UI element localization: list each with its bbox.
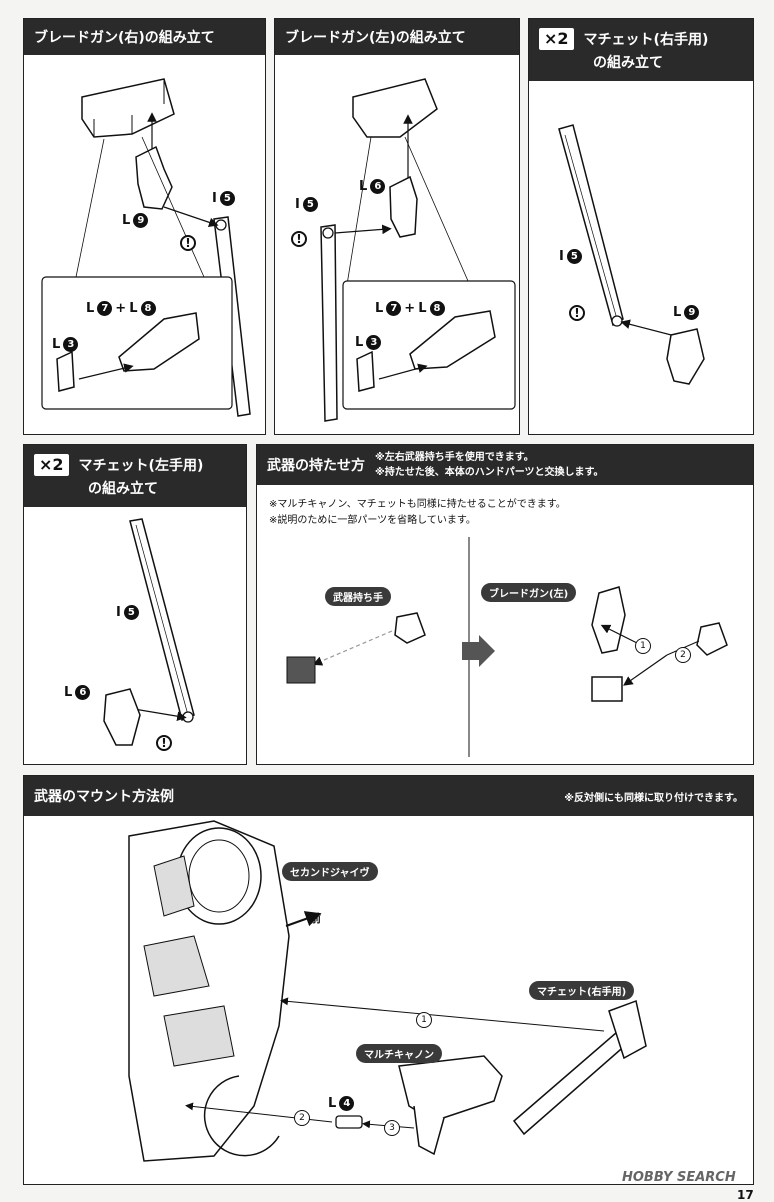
panel-header: ブレードガン(左)の組み立て bbox=[275, 19, 519, 55]
caution-icon: ! bbox=[180, 235, 196, 251]
step-2: 2 bbox=[294, 1110, 310, 1126]
panel-header: ×2 マチェット(右手用) の組み立て bbox=[529, 19, 753, 81]
panel-note: ※反対側にも同様に取り付けできます。 bbox=[564, 792, 743, 804]
label-multi-cannon: マルチキャノン bbox=[356, 1044, 442, 1063]
machete-left-illustration bbox=[103, 518, 195, 746]
label-front: 前 bbox=[310, 912, 321, 925]
panel-header: 武器の持たせ方 ※左右武器持ち手を使用できます。 ※持たせた後、本体のハンドパー… bbox=[257, 445, 753, 485]
label-machete-right: マチェット(右手用) bbox=[529, 981, 635, 1000]
caution-icon: ! bbox=[291, 231, 307, 247]
weapon-holding-illustration bbox=[286, 537, 728, 757]
panel-header: 武器のマウント方法例 ※反対側にも同様に取り付けできます。 bbox=[24, 776, 753, 816]
blade-gun-right-illustration bbox=[41, 78, 251, 417]
label-blade-gun-left: ブレードガン(左) bbox=[481, 583, 577, 602]
quantity-badge: ×2 bbox=[539, 28, 574, 50]
weapon-mount-illustration bbox=[128, 820, 647, 1162]
panel-title-line2: の組み立て bbox=[88, 481, 158, 497]
panel-title: 武器のマウント方法例 bbox=[34, 789, 174, 805]
note-line2: ※説明のために一部パーツを省略しています。 bbox=[269, 515, 476, 526]
step-1: 1 bbox=[416, 1012, 432, 1028]
panel-title-line1: マチェット(左手用) bbox=[78, 458, 204, 474]
panel-title: 武器の持たせ方 bbox=[267, 458, 365, 474]
blade-gun-left-illustration bbox=[320, 78, 516, 422]
panel-title: ブレードガン(左)の組み立て bbox=[285, 30, 466, 46]
note-line1: ※マルチキャノン、マチェットも同様に持たせることができます。 bbox=[269, 499, 566, 510]
step-1: 1 bbox=[635, 638, 651, 654]
panel-weapon-holding: 武器の持たせ方 ※左右武器持ち手を使用できます。 ※持たせた後、本体のハンドパー… bbox=[256, 444, 754, 765]
panel-weapon-mount: 武器のマウント方法例 ※反対側にも同様に取り付けできます。 セカンドジャイヴ 前… bbox=[23, 775, 754, 1185]
panel-header: ブレードガン(右)の組み立て bbox=[24, 19, 265, 55]
subtitle-line2: ※持たせた後、本体のハンドパーツと交換します。 bbox=[375, 467, 604, 478]
caution-icon: ! bbox=[156, 735, 172, 751]
quantity-badge: ×2 bbox=[34, 454, 69, 476]
watermark: HOBBY SEARCH bbox=[622, 1170, 736, 1185]
step-2: 2 bbox=[675, 647, 691, 663]
panel-title-line2: の組み立て bbox=[593, 55, 663, 71]
panel-title-line1: マチェット(右手用) bbox=[583, 32, 709, 48]
step-3: 3 bbox=[384, 1120, 400, 1136]
machete-right-illustration bbox=[558, 124, 705, 385]
caution-icon: ! bbox=[569, 305, 585, 321]
page-number: 17 bbox=[737, 1188, 754, 1202]
panel-header: ×2 マチェット(左手用) の組み立て bbox=[24, 445, 246, 507]
subtitle-line1: ※左右武器持ち手を使用できます。 bbox=[375, 452, 534, 463]
label-weapon-hand: 武器持ち手 bbox=[325, 587, 391, 606]
label-second-jive: セカンドジャイヴ bbox=[282, 862, 378, 881]
panel-title: ブレードガン(右)の組み立て bbox=[34, 30, 215, 46]
